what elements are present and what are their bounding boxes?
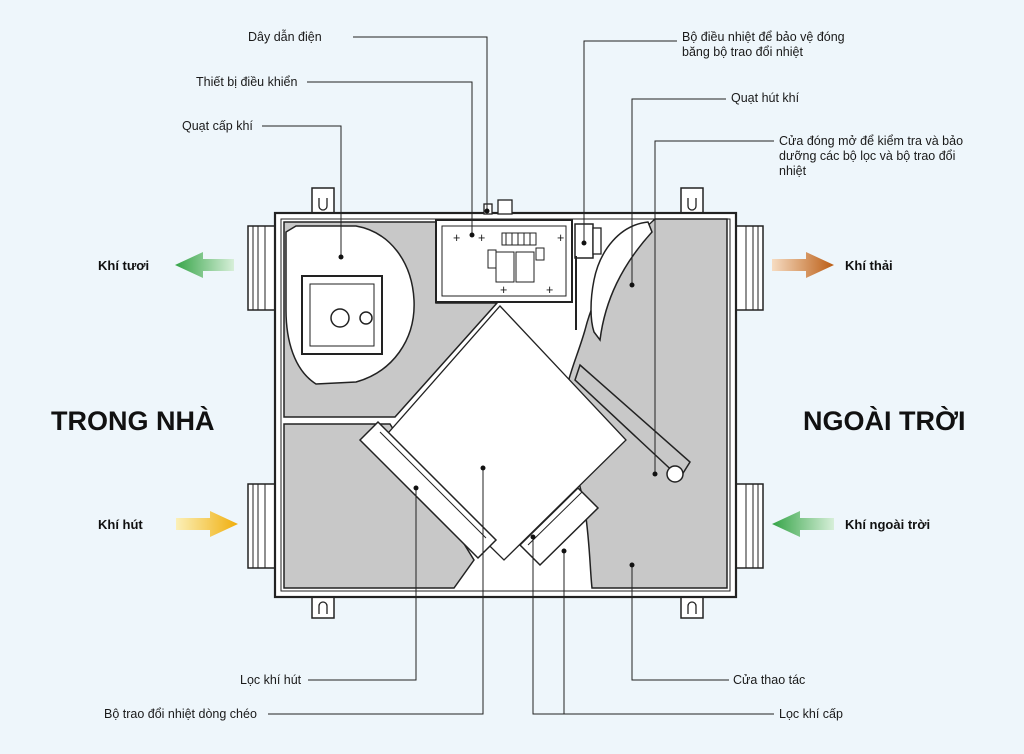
supply-filter-label: Lọc khí cấp [779, 707, 843, 721]
controller-label: Thiết bị điều khiển [196, 75, 298, 89]
mounting-bracket [311, 187, 704, 619]
outdoor-air-arrow [772, 511, 834, 537]
service-door-label-line1: Cửa đóng mở để kiểm tra và bảo [779, 134, 963, 148]
thermostat-label-line2: băng bộ trao đổi nhiệt [682, 45, 803, 59]
svg-text:+: + [478, 231, 485, 245]
service-door-label-line2: dưỡng các bộ lọc và bộ trao đổi [779, 149, 955, 163]
svg-text:+: + [546, 283, 553, 297]
fresh-air-arrow [175, 252, 234, 278]
unit-body: + + + + + [247, 187, 764, 619]
outdoor-label: NGOÀI TRỜI [803, 405, 966, 436]
leader-dots [338, 208, 658, 568]
extract-air-label: Khí hút [98, 517, 143, 532]
service-door-label-line3: nhiệt [779, 164, 807, 178]
exhaust-fan-label: Quạt hút khí [731, 91, 800, 105]
svg-text:+: + [557, 231, 564, 245]
supply-fan-label: Quạt cấp khí [182, 119, 253, 133]
exhaust-air-label: Khí thải [845, 258, 893, 273]
extract-air-arrow [176, 511, 238, 537]
cross-flow-exchanger-label: Bộ trao đổi nhiệt dòng chéo [104, 707, 257, 721]
svg-text:+: + [453, 231, 460, 245]
power-cable-label: Dây dẫn điện [248, 29, 322, 44]
fresh-air-label: Khí tươi [98, 258, 149, 273]
access-panel-label: Cửa thao tác [733, 673, 805, 687]
leader-lines [262, 36, 774, 715]
extract-filter-label: Lọc khí hút [240, 673, 302, 687]
exhaust-air-arrow [772, 252, 834, 278]
svg-text:+: + [500, 283, 507, 297]
indoor-label: TRONG NHÀ [51, 405, 215, 436]
thermostat-label-line1: Bộ điều nhiệt để bảo vệ đóng [682, 30, 845, 44]
outdoor-air-label: Khí ngoài trời [845, 517, 930, 532]
